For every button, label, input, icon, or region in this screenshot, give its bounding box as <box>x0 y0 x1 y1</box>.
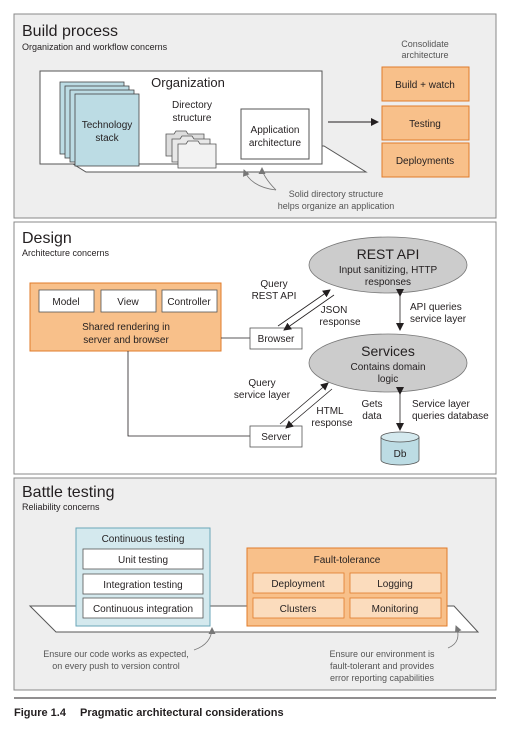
application-architecture-box <box>240 108 310 160</box>
json-response-arrow <box>283 294 335 331</box>
logging-box <box>349 572 442 594</box>
server-connector <box>127 351 250 437</box>
build-item-label: Testing <box>409 119 441 130</box>
organization-label: Organization <box>151 75 225 90</box>
deployments-box <box>381 142 470 178</box>
app-arch-label-2: architecture <box>249 138 302 149</box>
model-box <box>38 289 95 313</box>
continuous-integration-box <box>82 597 204 619</box>
note-arrow <box>193 627 216 651</box>
shared-label-2: server and browser <box>83 335 169 346</box>
build-watch-box <box>381 66 470 102</box>
build-process-panel: Build process Organization and workflow … <box>13 13 497 219</box>
json-label-1: JSON <box>321 305 348 316</box>
service-db-label-1: Service layer <box>412 399 470 410</box>
ct-item-label: Integration testing <box>103 580 183 591</box>
build-note-2: helps organize an application <box>278 201 395 211</box>
shared-label-1: Shared rendering in <box>82 322 170 333</box>
design-subtitle: Architecture concerns <box>22 248 110 258</box>
server-box <box>249 425 303 448</box>
technology-stack: Technology stack <box>59 81 140 167</box>
directory-label-1: Directory <box>172 100 212 111</box>
design-panel: Design Architecture concerns Model View … <box>13 221 497 475</box>
directory-label-2: structure <box>173 113 212 124</box>
rest-api-line-1: Input sanitizing, HTTP <box>339 265 438 276</box>
integration-testing-box <box>82 573 204 595</box>
battle-title: Battle testing <box>22 484 115 501</box>
db-label: Db <box>394 449 407 460</box>
battle-note-right-2: fault-tolerant and provides <box>330 661 435 671</box>
deployment-box <box>252 572 345 594</box>
api-queries-label-1: API queries <box>410 302 462 313</box>
ft-item-label: Logging <box>377 579 413 590</box>
query-service-label-1: Query <box>248 378 275 389</box>
app-arch-label-1: Application <box>251 125 300 136</box>
rest-api-ellipse <box>308 236 468 294</box>
html-response-arrow <box>285 388 333 429</box>
browser-label: Browser <box>258 334 295 345</box>
tech-stack-label-2: stack <box>95 133 119 144</box>
build-item-label: Build + watch <box>395 80 455 91</box>
rest-api-title: REST API <box>357 246 420 262</box>
query-rest-arrow <box>277 289 331 327</box>
services-title: Services <box>361 343 415 359</box>
browser-box <box>249 327 303 350</box>
battle-note-left-2: on every push to version control <box>52 661 180 671</box>
build-note-1: Solid directory structure <box>289 189 384 199</box>
html-label-2: response <box>311 418 353 429</box>
query-service-arrow <box>279 382 329 425</box>
battle-subtitle: Reliability concerns <box>22 502 100 512</box>
rest-api-line-2: responses <box>365 277 411 288</box>
ct-title: Continuous testing <box>102 534 185 545</box>
folder-icon <box>165 130 217 169</box>
note-arrow <box>242 169 277 191</box>
controller-box <box>161 289 218 313</box>
html-label-1: HTML <box>316 406 344 417</box>
mvc-label: Controller <box>167 297 211 308</box>
ct-item-label: Continuous integration <box>93 604 193 615</box>
ft-item-label: Monitoring <box>372 604 419 615</box>
mvc-label: View <box>117 297 139 308</box>
ft-item-label: Deployment <box>271 579 325 590</box>
design-title: Design <box>22 230 72 247</box>
clusters-box <box>252 597 345 619</box>
query-service-label-2: service layer <box>234 390 291 401</box>
server-label: Server <box>261 432 291 443</box>
consolidate-label-1: Consolidate <box>401 39 449 49</box>
query-rest-label-2: REST API <box>252 291 297 302</box>
query-rest-label-1: Query <box>260 279 287 290</box>
battle-note-right-1: Ensure our environment is <box>329 649 435 659</box>
build-items: Build + watch Testing Deployments <box>381 66 470 178</box>
testing-box <box>381 105 470 141</box>
battle-note-left-1: Ensure our code works as expected, <box>43 649 189 659</box>
battle-testing-panel: Battle testing Reliability concerns Cont… <box>13 477 497 691</box>
figure-number: Figure 1.4 <box>14 707 67 719</box>
services-line-2: logic <box>378 374 399 385</box>
consolidate-label-2: architecture <box>401 50 448 60</box>
ft-item-label: Clusters <box>280 604 317 615</box>
battle-note-right-3: error reporting capabilities <box>330 673 435 683</box>
figure-caption: Pragmatic architectural considerations <box>80 707 284 719</box>
gets-data-label-1: Gets <box>361 399 382 410</box>
monitoring-box <box>349 597 442 619</box>
database-icon: Db <box>380 431 420 466</box>
gets-data-label-2: data <box>362 411 382 422</box>
json-label-2: response <box>319 317 361 328</box>
build-title: Build process <box>22 23 118 40</box>
build-subtitle: Organization and workflow concerns <box>22 42 168 52</box>
build-item-label: Deployments <box>396 156 454 167</box>
ct-item-label: Unit testing <box>118 555 168 566</box>
mvc-label: Model <box>52 297 79 308</box>
ft-title: Fault-tolerance <box>314 555 381 566</box>
unit-testing-box <box>82 548 204 570</box>
tech-stack-label-1: Technology <box>82 120 133 131</box>
services-line-1: Contains domain <box>350 362 425 373</box>
service-db-label-2: queries database <box>412 411 489 422</box>
note-arrow <box>447 625 462 649</box>
view-box <box>100 289 157 313</box>
note-arrow <box>258 167 277 191</box>
services-ellipse <box>308 333 468 393</box>
api-queries-label-2: service layer <box>410 314 467 325</box>
